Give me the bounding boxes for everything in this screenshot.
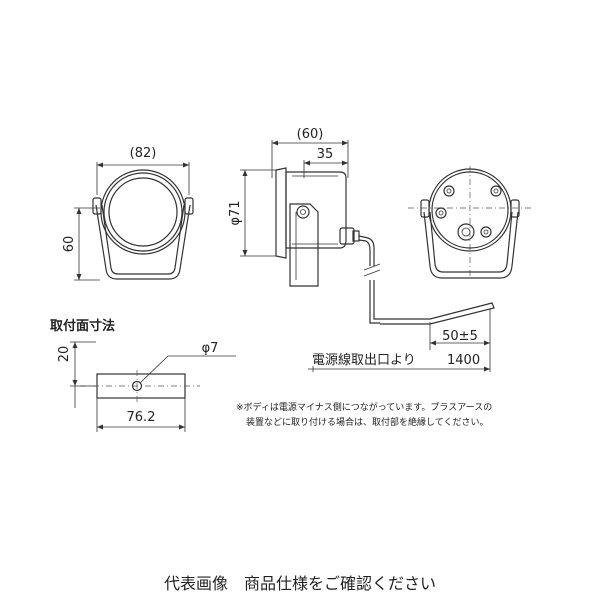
- notes: ※ボディは電源マイナス側につながっています。プラスアースの 装置などに取り付ける…: [236, 401, 492, 428]
- caption: 代表画像 商品仕様をご確認ください: [164, 574, 436, 593]
- cable-lead-label: 50±5: [442, 329, 478, 344]
- side-view: (60) 35 φ71: [228, 127, 495, 325]
- front-height-label: 60: [62, 236, 77, 253]
- mount-title: 取付面寸法: [50, 318, 115, 334]
- front-view: (82) 60: [62, 146, 194, 281]
- mount-width-label: 76.2: [127, 410, 156, 425]
- side-body-label: 35: [317, 147, 334, 162]
- mount-height-label: 20: [57, 346, 72, 363]
- rear-view: [408, 166, 532, 279]
- cable-origin-label: 電源線取出口より: [312, 352, 416, 368]
- mount-hole-label: φ7: [202, 341, 219, 356]
- note-line-1: ※ボディは電源マイナス側につながっています。プラスアースの: [236, 401, 492, 413]
- cable-dimensions: 50±5 電源線取出口より 1400: [308, 309, 491, 372]
- side-depth-label: (60): [297, 127, 324, 142]
- mount-dimension-view: 取付面寸法 φ7 20 76.2: [50, 318, 236, 432]
- cable-length-label: 1400: [447, 353, 480, 368]
- note-line-2: 装置などに取り付ける場合は、取付部を絶縁してください。: [246, 416, 488, 428]
- front-width-label: (82): [130, 146, 157, 161]
- side-diameter-label: φ71: [228, 200, 243, 225]
